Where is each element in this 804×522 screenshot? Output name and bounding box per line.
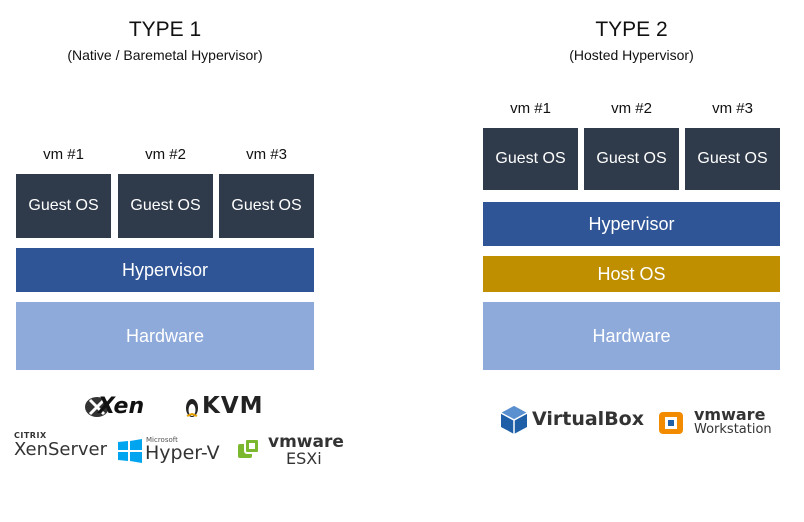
type2-host-os-layer: Host OS xyxy=(483,256,780,292)
type2-hardware-layer: Hardware xyxy=(483,302,780,370)
type1-vm2-label: vm #2 xyxy=(145,146,186,163)
esxi-text: ESXi xyxy=(286,449,322,468)
vmware-text-type1: vmware xyxy=(268,432,344,452)
type2-hypervisor-layer: Hypervisor xyxy=(483,202,780,246)
type1-title: TYPE 1 xyxy=(128,18,202,41)
type1-vm3-label: vm #3 xyxy=(246,146,287,163)
citrix-xenserver-logo: CITRIX XenServer xyxy=(14,431,107,460)
type1-hardware-layer: Hardware xyxy=(16,302,314,370)
xen-logo: Xen xyxy=(84,394,145,420)
type1-subtitle: (Native / Baremetal Hypervisor) xyxy=(67,47,263,63)
vmware-text-type2: vmware xyxy=(694,405,766,424)
windows-icon xyxy=(118,439,142,463)
vmware-esxi-icon xyxy=(238,438,260,458)
type2-guest-os-3: Guest OS xyxy=(685,128,780,190)
xen-icon xyxy=(85,397,109,417)
type1-guest-os-2: Guest OS xyxy=(118,174,213,238)
type2-vm3-label: vm #3 xyxy=(712,100,753,117)
kvm-logo-text: KVM xyxy=(202,393,264,419)
type2-subtitle: (Hosted Hypervisor) xyxy=(569,47,694,63)
type2-guest-os-1: Guest OS xyxy=(483,128,578,190)
type1-guest-os-3: Guest OS xyxy=(219,174,314,238)
microsoft-text: Microsoft xyxy=(146,436,178,444)
kvm-penguin-icon xyxy=(186,399,198,417)
vmware-workstation-icon xyxy=(659,412,683,434)
citrix-text: CITRIX xyxy=(14,431,47,440)
xen-logo-text: Xen xyxy=(98,394,145,419)
type2-vm2-label: vm #2 xyxy=(611,100,652,117)
workstation-text: Workstation xyxy=(694,422,772,437)
virtualbox-cube-icon xyxy=(500,406,528,434)
type2-guest-os-2: Guest OS xyxy=(584,128,679,190)
type1-guest-os-1: Guest OS xyxy=(16,174,111,238)
type2-title: TYPE 2 xyxy=(595,18,668,41)
virtualbox-text: VirtualBox xyxy=(532,408,644,430)
type1-hypervisor-layer: Hypervisor xyxy=(16,248,314,292)
xenserver-text: XenServer xyxy=(14,439,108,460)
hyperv-text: Hyper-V xyxy=(145,442,220,464)
type1-vm1-label: vm #1 xyxy=(43,146,84,163)
type2-vm1-label: vm #1 xyxy=(510,100,551,117)
